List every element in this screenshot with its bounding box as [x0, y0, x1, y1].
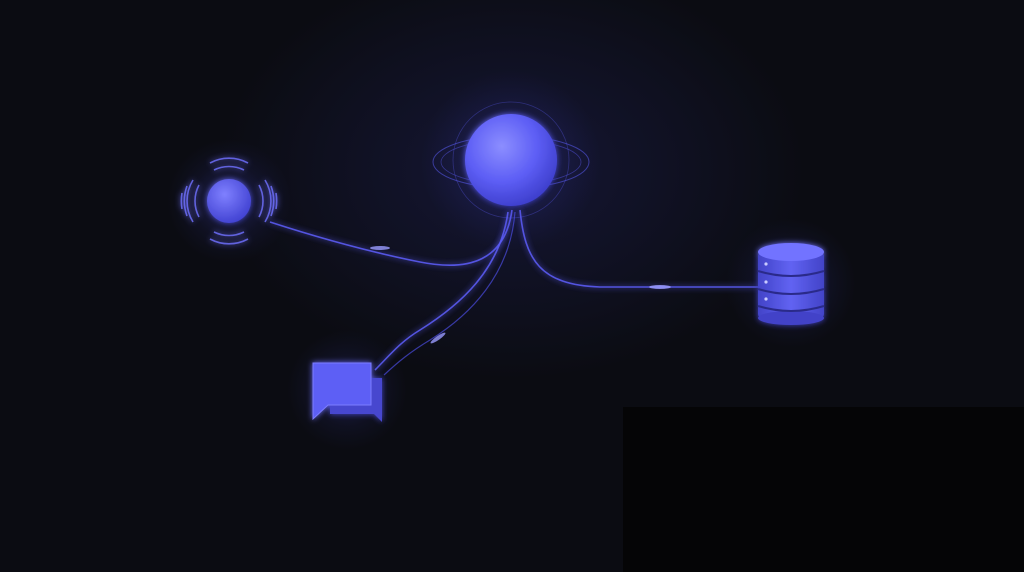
- database-node[interactable]: [726, 218, 856, 348]
- chat-bubbles-icon: [312, 362, 382, 422]
- orbit-ring: [452, 101, 570, 219]
- glowing-orb-core-icon: [465, 114, 557, 206]
- chat-node[interactable]: [287, 330, 407, 450]
- edge-pulse: [649, 285, 671, 289]
- core-node[interactable]: [421, 70, 601, 250]
- dark-overlay-panel: [623, 407, 1024, 572]
- edge-pulse: [430, 332, 446, 344]
- edge-pulse: [370, 246, 390, 250]
- signal-node[interactable]: [167, 139, 291, 263]
- database-stack-icon: [757, 243, 825, 325]
- radio-signal-orb-icon: [180, 157, 278, 245]
